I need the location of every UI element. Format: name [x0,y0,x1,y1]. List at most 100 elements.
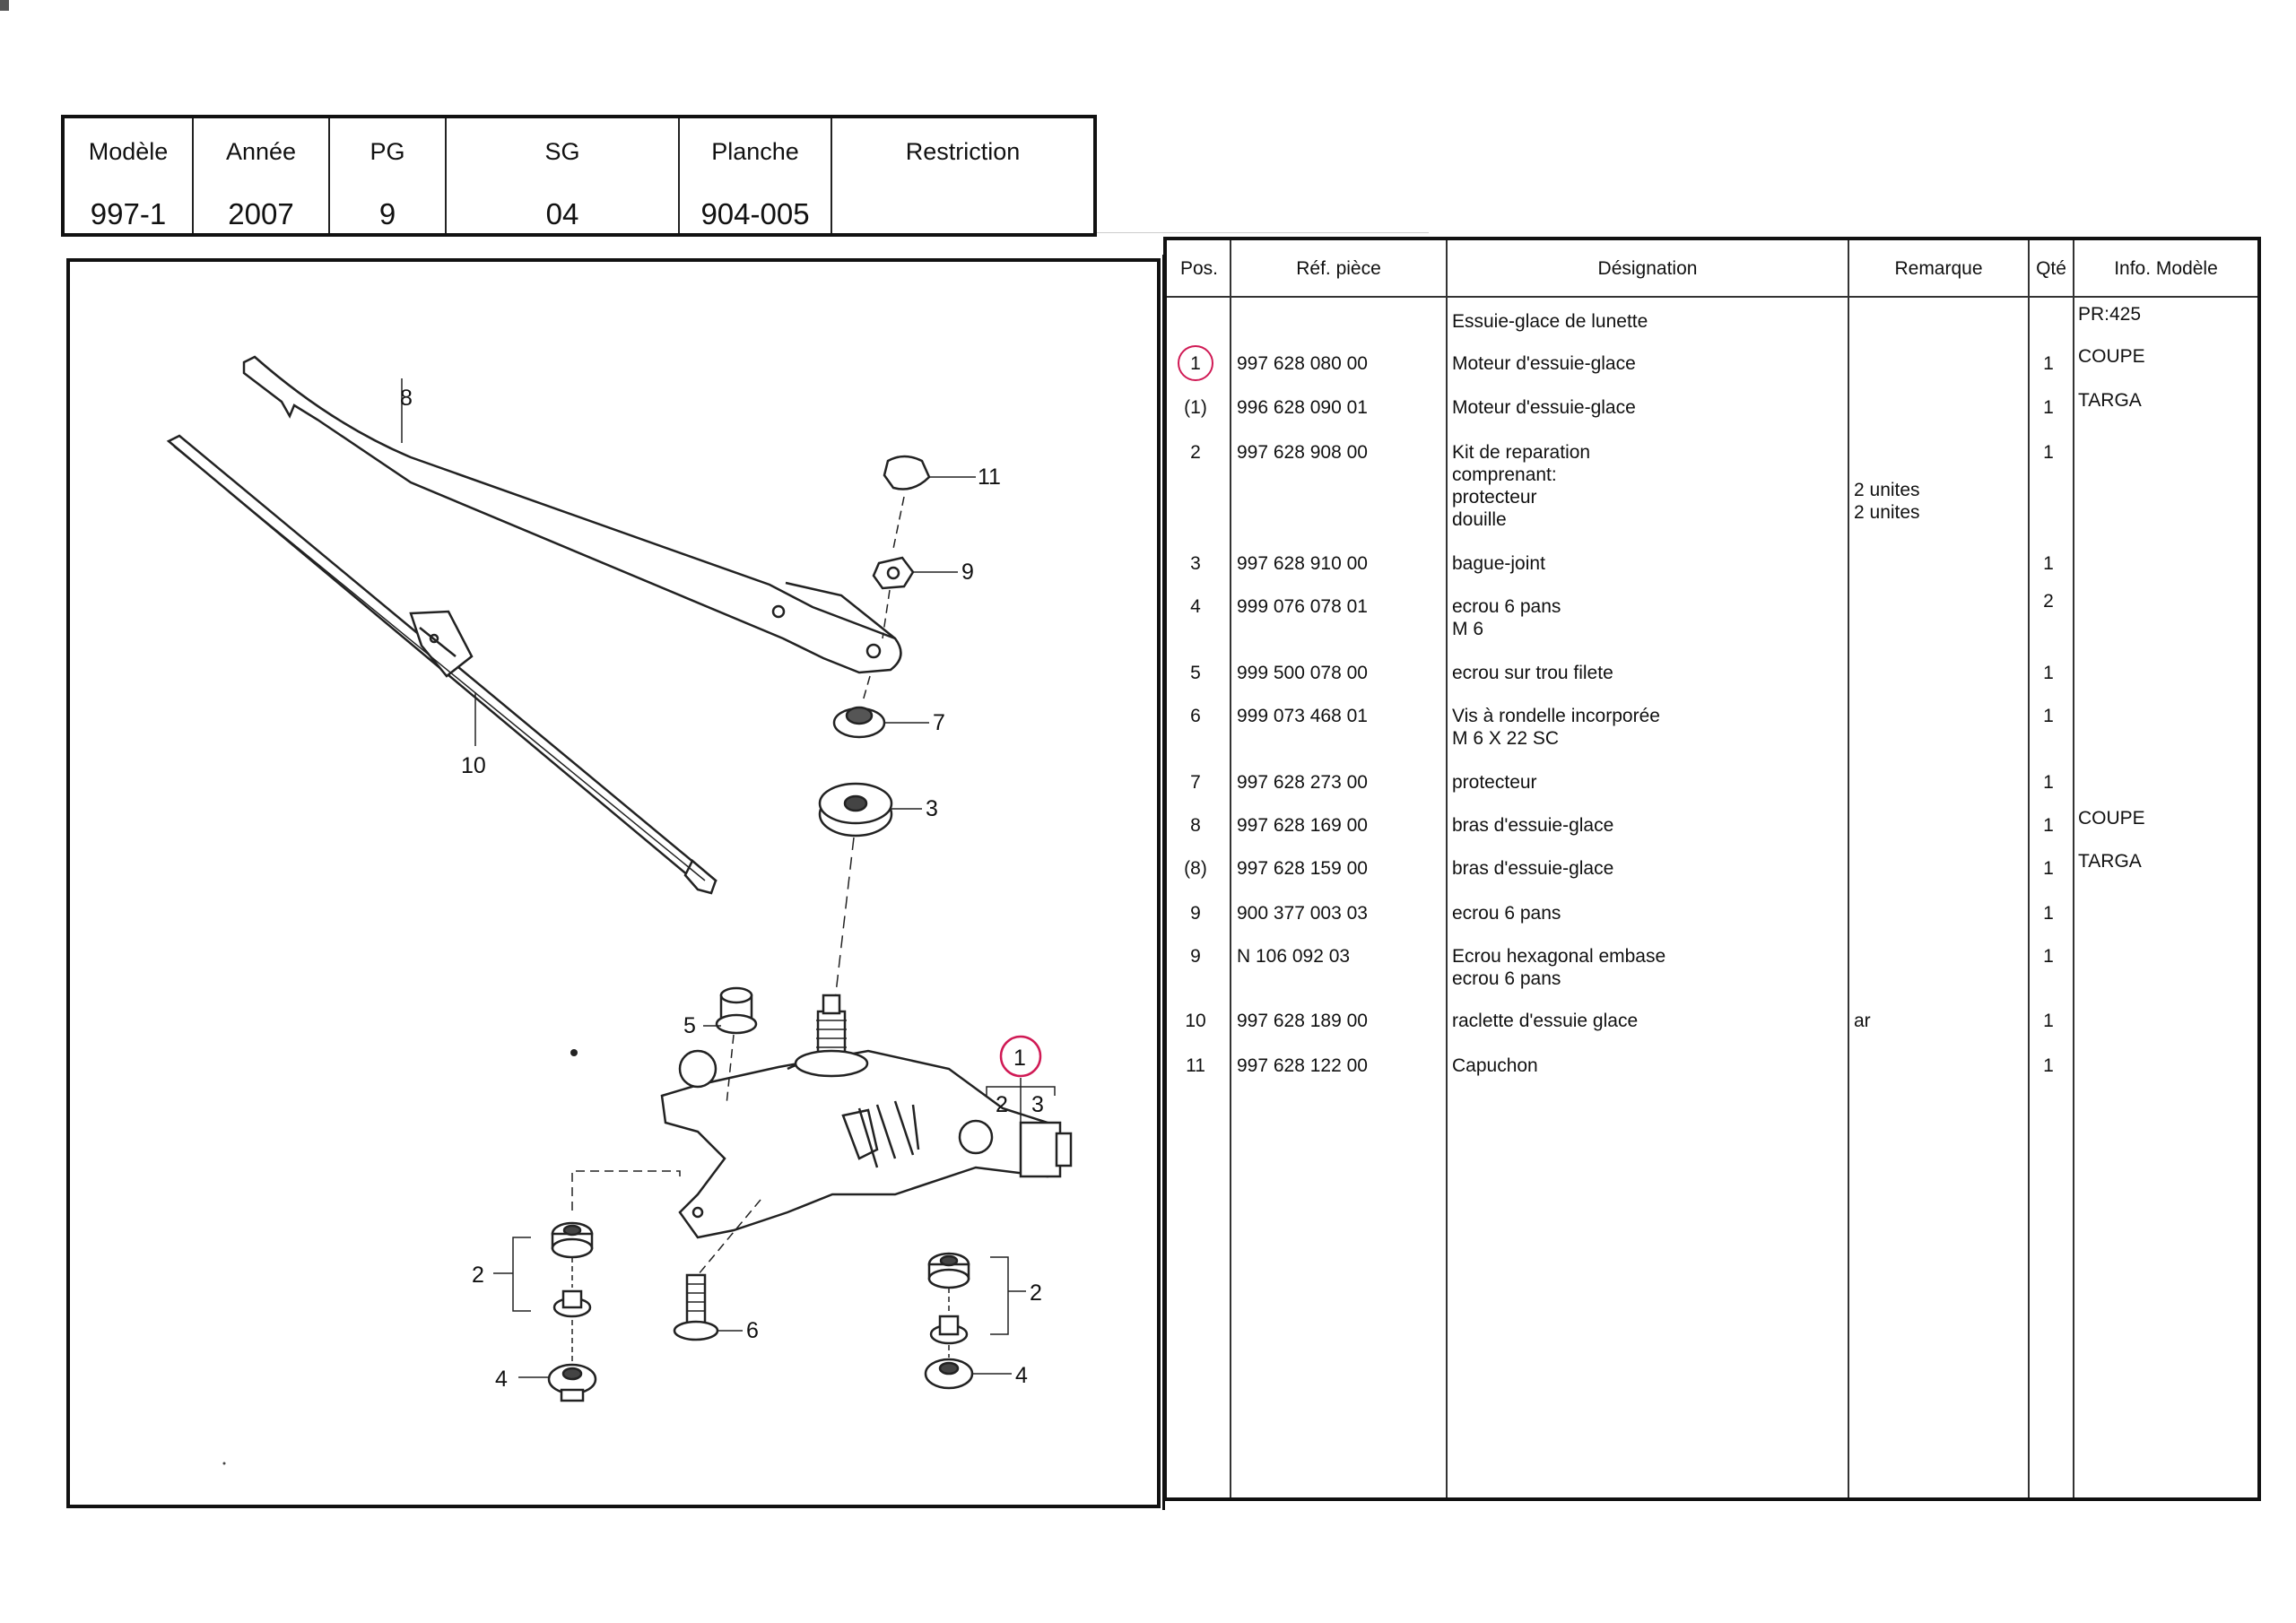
cell-pos: 10 [1185,1011,1206,1031]
cell-designation: bras d'essuie-glace [1452,858,1614,879]
pos-highlight-circle [1178,345,1213,381]
cell-designation: raclette d'essuie glace [1452,1011,1639,1031]
header-cell-restriction: Restriction [832,118,1093,233]
left-repair-kit-drawing [493,1221,597,1402]
header-cell-pg: PG 9 [330,118,447,233]
cell-qte: 1 [2043,353,2054,374]
header-table: Modèle 997-1 Année 2007 PG 9 SG 04 Planc… [61,115,1097,237]
cell-pos: 9 [1190,946,1201,967]
cell-qte: 1 [2043,772,2054,793]
cell-qte: 1 [2043,663,2054,683]
cell-qte: 1 [2043,946,2054,967]
cell-qte: 1 [2043,442,2054,463]
header-cell-planche: Planche 904-005 [680,118,832,233]
cell-ref: 999 500 078 00 [1237,663,1368,683]
cell-ref: 997 628 122 00 [1237,1055,1368,1076]
wiper-arm-drawing [242,355,902,674]
cell-ref: 997 628 189 00 [1237,1011,1368,1031]
cell-designation: Moteur d'essuie-glace [1452,353,1636,374]
col-divider [1848,240,1849,1497]
cell-qte: 1 [2043,706,2054,726]
callout-10: 10 [461,753,486,778]
cell-qte: 1 [2043,553,2054,574]
th-pos: Pos. [1179,258,1219,279]
cell-designation: bras d'essuie-glace [1452,815,1614,836]
exploded-parts-diagram: 8 11 9 10 7 3 5 1 2 3 6 2 4 2 4 [166,355,1073,1465]
cell-ref: 996 628 090 01 [1237,397,1368,418]
cell-designation: Essuie-glace de lunette [1452,311,1648,332]
cell-info: TARGA [2078,390,2142,411]
cell-designation: Ecrou hexagonal embase ecrou 6 pans [1452,946,1666,989]
seal-ring-drawing [818,782,922,1025]
screw-drawing [673,1273,743,1341]
diagram-frame: 8 11 9 10 7 3 5 1 2 3 6 2 4 2 4 [66,255,1165,1510]
motor-drawing [660,994,1073,1239]
cell-designation: protecteur [1452,772,1537,793]
cell-pos: (8) [1184,858,1207,879]
col-divider [1446,240,1448,1497]
nut-drawing [872,556,958,639]
cell-ref: 999 076 078 01 [1237,596,1368,617]
col-divider [1230,240,1231,1497]
header-label-planche: Planche [711,138,799,165]
cell-info: TARGA [2078,851,2142,872]
cell-pos: (1) [1184,397,1207,418]
header-cell-modele: Modèle 997-1 [65,118,194,233]
callout-1: 1 [1013,1046,1026,1071]
callout-6: 6 [746,1318,759,1343]
callout-3: 3 [926,796,938,821]
protector-drawing [832,675,929,739]
th-qte: Qté [2036,258,2066,279]
th-info: Info. Modèle [2114,258,2218,279]
cell-pos: 8 [1190,815,1201,836]
cell-qte: 1 [2043,858,2054,879]
callout-1-highlight [999,1035,1042,1078]
cell-designation: Moteur d'essuie-glace [1452,397,1636,418]
cell-designation: Kit de reparation comprenant: protecteur… [1452,442,1591,530]
cell-pos: 11 [1186,1055,1205,1076]
header-label-restriction: Restriction [905,138,1021,165]
cell-ref: 999 073 468 01 [1237,706,1368,726]
header-value-sg: 04 [545,197,579,230]
th-ref: Réf. pièce [1296,258,1381,279]
cell-qte: 1 [2043,815,2054,836]
cell-pos: 2 [1190,442,1201,463]
col-divider [2028,240,2030,1497]
cell-designation: ecrou sur trou filete [1452,663,1613,683]
cell-qte: 1 [2043,397,2054,418]
cell-ref: 997 628 908 00 [1237,442,1368,463]
parts-table: Pos. Réf. pièce Désignation Remarque Qté… [1163,237,2261,1501]
cell-remarque: 2 unites 2 unites [1854,480,1920,523]
header-value-modele: 997-1 [90,197,167,230]
cell-designation: Capuchon [1452,1055,1538,1076]
cell-qte: 2 [2043,591,2054,612]
callout-4-left: 4 [495,1367,508,1392]
callout-9: 9 [961,560,974,585]
callout-1-sub-2: 2 [996,1092,1008,1117]
cell-qte: 1 [2043,1011,2054,1031]
header-cell-sg: SG 04 [447,118,680,233]
cell-pos: 9 [1190,903,1201,924]
cell-info: COUPE [2078,346,2145,367]
cell-pos: 5 [1190,663,1201,683]
header-value-pg: 9 [378,197,396,230]
cell-remarque: ar [1854,1011,1871,1031]
cell-designation: Vis à rondelle incorporée M 6 X 22 SC [1452,706,1660,749]
cell-pos: 7 [1190,772,1201,793]
header-value-annee: 2007 [228,197,294,230]
th-designation: Désignation [1597,258,1698,279]
cell-designation: bague-joint [1452,553,1545,574]
cell-qte: 1 [2043,903,2054,924]
cell-ref: 900 377 003 03 [1237,903,1368,924]
cell-ref: 997 628 080 00 [1237,353,1368,374]
callout-8: 8 [400,386,413,411]
cell-ref: 997 628 273 00 [1237,772,1368,793]
header-label-sg: SG [544,138,580,165]
callout-2-left: 2 [472,1263,484,1288]
callout-1-sub-3: 3 [1031,1092,1044,1117]
callout-5: 5 [683,1013,696,1038]
header-divider [1167,296,2257,298]
cell-ref: N 106 092 03 [1237,946,1351,967]
cell-designation: ecrou 6 pans [1452,903,1561,924]
right-repair-kit-drawing [924,1252,1026,1390]
